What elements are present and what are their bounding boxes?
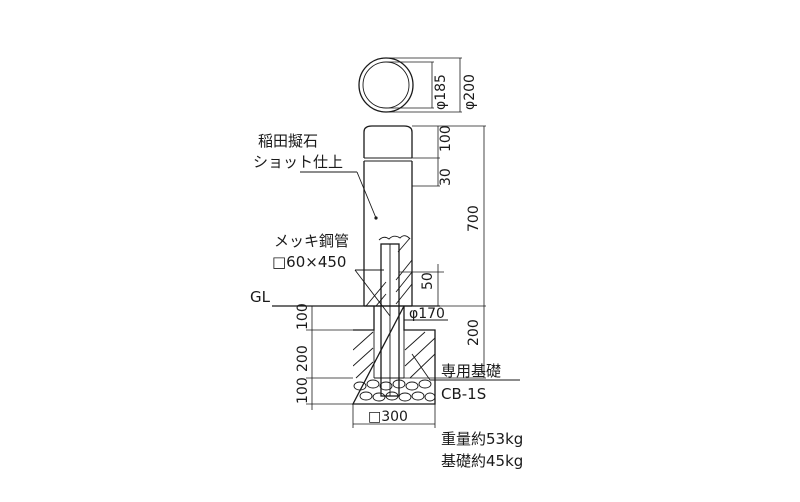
outer-circle (358, 57, 414, 113)
left-dimensions: 100 200 100 (295, 303, 374, 410)
finish-label-line2: ショット仕上 (253, 153, 343, 171)
dim-outer-diameter: φ200 (462, 74, 478, 110)
steel-pipe (380, 243, 400, 397)
finish-label-line1: 稲田擬石 (258, 132, 318, 150)
top-view: φ185 φ200 (358, 57, 478, 113)
right-dimensions: 100 30 700 50 200 (399, 125, 486, 379)
dim-inner-diameter: φ185 (433, 74, 449, 110)
foundation-label-line1: 専用基礎 (441, 362, 501, 380)
dim-pipe-embed: 50 (420, 272, 436, 290)
annotations: 稲田擬石 ショット仕上 メッキ鋼管 □60×450 φ170 専用基礎 CB-1… (253, 132, 523, 470)
bottom-dimension: □300 (352, 404, 436, 428)
dim-post-height: 700 (466, 205, 482, 232)
dim-top-band: 100 (438, 125, 454, 152)
inner-circle (362, 61, 410, 109)
weight-line2: 基礎約45kg (441, 452, 523, 470)
gravel-layer (353, 379, 435, 402)
ground-line: GL (250, 288, 440, 307)
foundation-label-line2: CB-1S (441, 385, 486, 403)
dim-found-mid: 200 (295, 345, 311, 372)
dim-hole-diameter: φ170 (409, 306, 445, 322)
pipe-label-line1: メッキ鋼管 (274, 232, 349, 250)
weight-line1: 重量約53kg (441, 430, 523, 448)
dim-band-gap: 30 (438, 168, 454, 186)
dim-hole-depth: 200 (466, 319, 482, 346)
pipe-label-line2: □60×450 (272, 253, 346, 271)
dim-found-top: 100 (295, 303, 311, 330)
post-elevation (363, 125, 413, 307)
dim-found-bottom: 100 (295, 377, 311, 404)
ground-label: GL (250, 288, 271, 306)
post-cap (363, 125, 413, 158)
dim-found-width: □300 (368, 409, 408, 425)
